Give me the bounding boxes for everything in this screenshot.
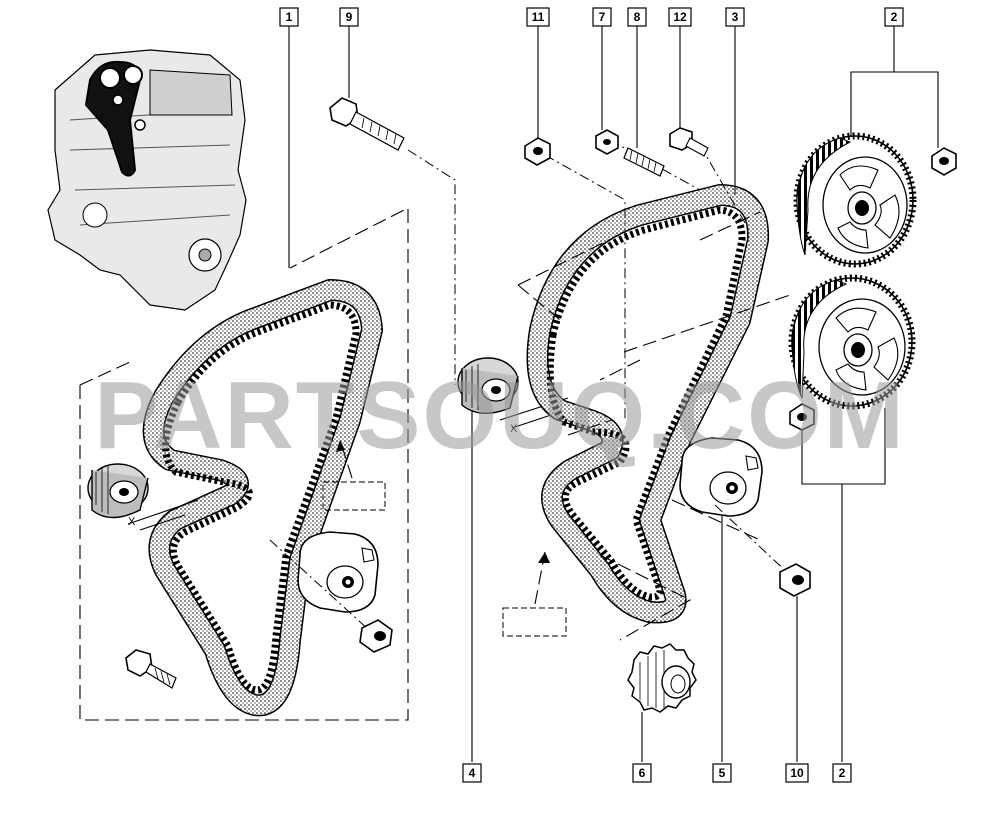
tensioner-right [679, 437, 763, 517]
callout-3: 3 [725, 7, 745, 27]
camshaft-sprocket-lower [788, 274, 916, 410]
flange-nut-11 [524, 137, 551, 166]
crankshaft-sprocket [627, 643, 697, 713]
svg-text:11: 11 [532, 10, 545, 24]
svg-text:5: 5 [719, 766, 726, 780]
callout-10: 10 [785, 763, 809, 783]
bolt-9 [329, 97, 405, 151]
x-mark-right: X [510, 423, 518, 435]
flange-nut-upper-right [931, 147, 957, 176]
callout-9: 9 [339, 7, 359, 27]
leader-lines [288, 26, 939, 762]
tensioner-left [297, 531, 379, 613]
callout-2-bottom: 2 [832, 763, 852, 783]
svg-text:12: 12 [673, 10, 687, 24]
svg-text:1: 1 [286, 10, 293, 24]
placeholder-box-right [502, 607, 567, 637]
bolt-left [125, 649, 177, 689]
callout-12: 12 [668, 7, 692, 27]
svg-text:9: 9 [346, 10, 353, 24]
callout-7: 7 [592, 7, 612, 27]
svg-text:2: 2 [839, 766, 846, 780]
callout-6: 6 [632, 763, 652, 783]
callout-1: 1 [279, 7, 299, 27]
callout-11: 11 [526, 7, 550, 27]
callout-2-top: 2 [884, 7, 904, 27]
svg-text:2: 2 [891, 10, 898, 24]
x-dimension-line-left [127, 499, 199, 525]
flange-nut-lower-right [789, 403, 815, 431]
engine-thumbnail [47, 49, 247, 311]
timing-belt-right [526, 184, 770, 624]
svg-text:6: 6 [639, 766, 646, 780]
placeholder-box-left [322, 481, 386, 511]
svg-text:10: 10 [790, 766, 804, 780]
svg-text:7: 7 [599, 10, 606, 24]
svg-text:4: 4 [469, 766, 476, 780]
timing-belt-left [142, 279, 383, 717]
flange-nut-10 [779, 563, 811, 597]
flange-nut-left [359, 619, 393, 653]
callout-5: 5 [712, 763, 732, 783]
svg-text:3: 3 [732, 10, 739, 24]
watermark: PARTSOUQ.COM [94, 362, 906, 469]
kit-frame-left [79, 207, 409, 721]
callout-8: 8 [627, 7, 647, 27]
stud-8 [623, 147, 665, 177]
bolt-12 [669, 127, 709, 157]
camshaft-sprocket-upper [793, 132, 917, 268]
callout-4: 4 [462, 763, 482, 783]
idler-roller-centre [457, 357, 519, 414]
flange-nut-7 [595, 129, 619, 155]
x-mark-left: X [128, 516, 136, 528]
idler-roller-left [87, 463, 149, 519]
svg-text:8: 8 [634, 10, 641, 24]
